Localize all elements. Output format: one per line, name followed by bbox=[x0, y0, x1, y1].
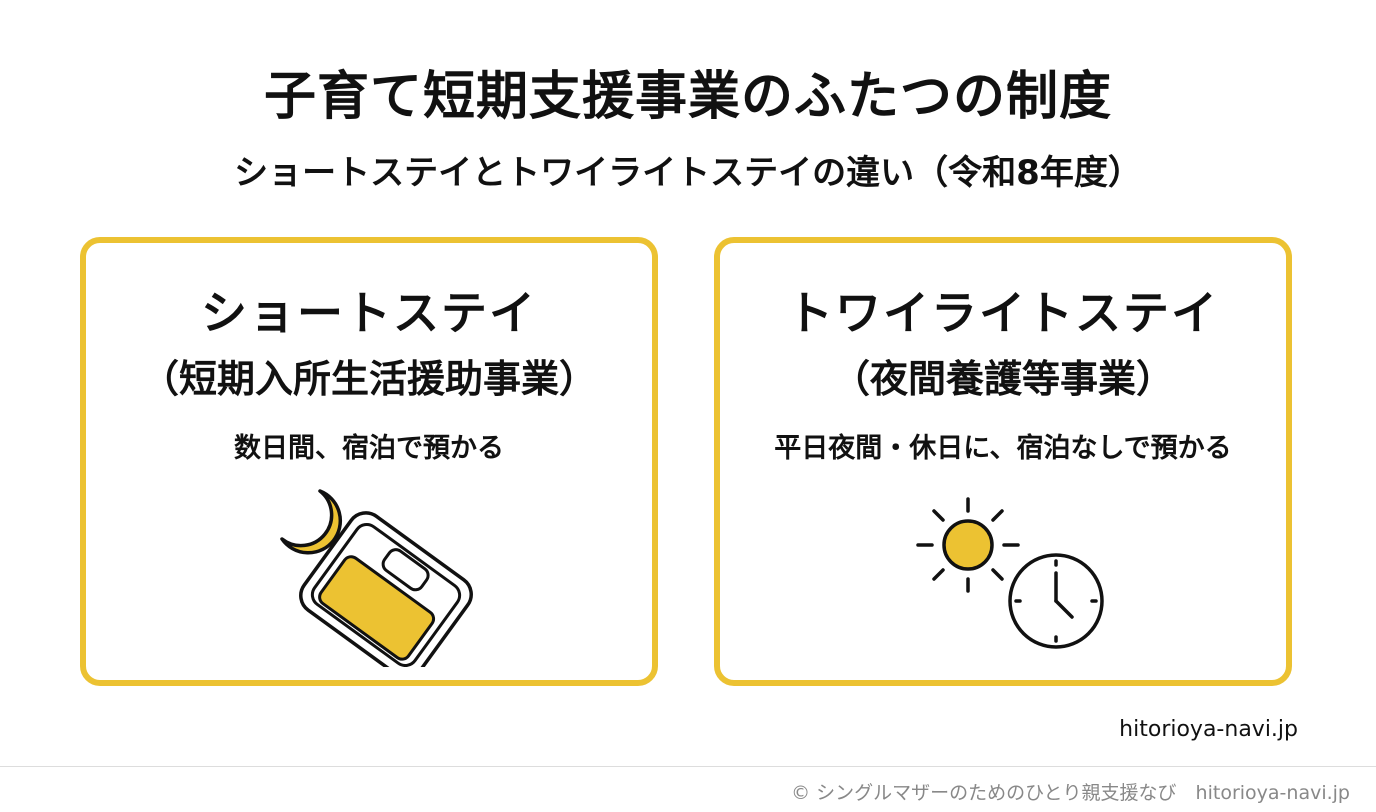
sun-icon bbox=[916, 497, 1020, 593]
short-stay-description: 数日間、宿泊で預かる bbox=[234, 433, 504, 464]
bed-icon bbox=[299, 511, 473, 667]
clock-icon bbox=[1008, 553, 1104, 649]
short-stay-card: ショートステイ （短期入所生活援助事業） 数日間、宿泊で預かる bbox=[80, 237, 658, 686]
short-stay-title: ショートステイ bbox=[201, 286, 537, 340]
footer-divider bbox=[0, 766, 1376, 767]
twilight-stay-card: トワイライトステイ （夜間養護等事業） 平日夜間・休日に、宿泊なしで預かる bbox=[714, 237, 1292, 686]
site-url-label: hitorioya-navi.jp bbox=[1119, 717, 1298, 742]
copyright-notice: © シングルマザーのためのひとり親支援なび hitorioya-navi.jp bbox=[791, 782, 1350, 804]
twilight-stay-description: 平日夜間・休日に、宿泊なしで預かる bbox=[774, 433, 1232, 464]
twilight-stay-title: トワイライトステイ bbox=[787, 286, 1219, 340]
twilight-stay-official-name: （夜間養護等事業） bbox=[831, 357, 1174, 401]
short-stay-official-name: （短期入所生活援助事業） bbox=[140, 357, 597, 401]
page-subtitle: ショートステイとトワイライトステイの違い（令和8年度） bbox=[234, 153, 1142, 193]
moon-icon bbox=[280, 489, 343, 555]
sun-and-clock-icon bbox=[916, 497, 1104, 649]
moon-and-bed-icon bbox=[280, 489, 473, 667]
page-title: 子育て短期支援事業のふたつの制度 bbox=[263, 67, 1112, 127]
